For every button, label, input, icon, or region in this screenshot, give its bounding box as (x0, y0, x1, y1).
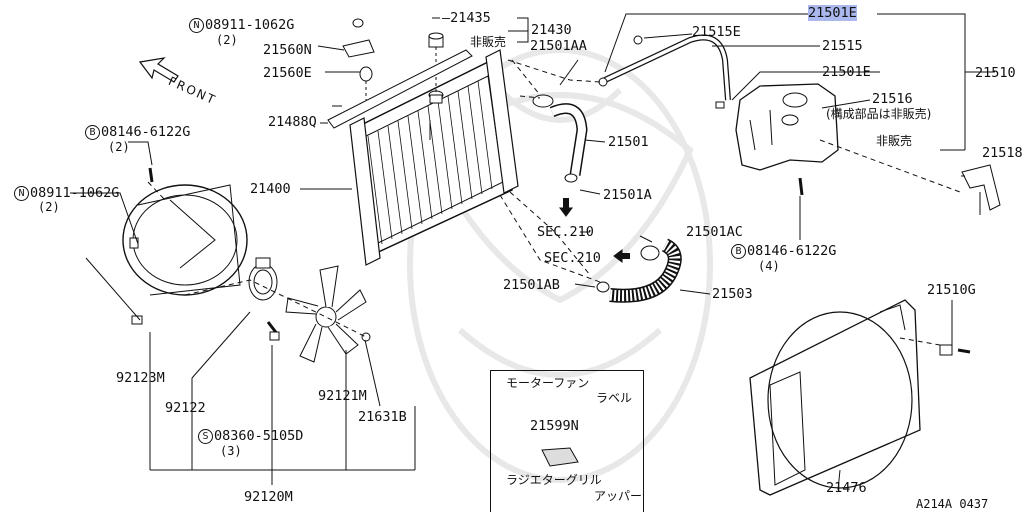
label-sec210-a: SEC.210 (537, 224, 594, 240)
fan-blade (285, 265, 371, 363)
label-21430: 21430 (531, 22, 572, 38)
label-21488Q: 21488Q (268, 114, 317, 130)
qty-08911-1062G-left: (2) (38, 200, 60, 214)
qty-08146-6122G-left: (2) (108, 140, 130, 154)
highlighted-part: 21501E (808, 5, 857, 21)
label-21510: 21510 (975, 65, 1016, 81)
motor-fan-label-text-1: モーターファン (506, 376, 590, 390)
qty-08911-1062G-top: (2) (216, 33, 238, 47)
label-92121M: 92121M (318, 388, 367, 404)
upper-hose (532, 94, 588, 183)
label-21435: —21435 (442, 10, 491, 26)
label-21501AC: 21501AC (686, 224, 743, 240)
fan-motor (248, 257, 278, 301)
lower-hose (596, 238, 682, 303)
label-21516-note: (構成部品は非販売) (826, 107, 932, 121)
label-21501: 21501 (608, 134, 649, 150)
label-not-sold-2: 非販売 (876, 134, 913, 148)
label-21501E-top: 21501E (808, 5, 857, 21)
screws (148, 167, 971, 356)
reservoir-tank (735, 83, 839, 171)
diagram-id: A214A 0437 (916, 497, 989, 511)
label-21476: 21476 (826, 480, 867, 496)
label-21501AA: 21501AA (530, 38, 587, 54)
label-reference-box (490, 370, 644, 512)
label-92120M: 92120M (244, 489, 293, 505)
seal-strip (320, 49, 473, 129)
label-21503: 21503 (712, 286, 753, 302)
label-21560E: 21560E (263, 65, 312, 81)
grille-upper-text-1: ラジエターグリル (506, 473, 602, 487)
nut-symbol: N (14, 186, 29, 201)
radiator-shroud (749, 299, 921, 496)
screw-symbol: S (198, 429, 213, 444)
overflow-hose (598, 34, 731, 109)
fan-shroud (122, 184, 248, 325)
qty-08146-6122G-right: (4) (758, 259, 780, 273)
nut-symbol: N (189, 18, 204, 33)
label-92123M: 92123M (116, 370, 165, 386)
radiator (349, 49, 519, 266)
dashed-guides (147, 59, 961, 346)
label-21560N: 21560N (263, 42, 312, 58)
front-arrow (138, 57, 179, 83)
watermark-emblem (407, 47, 713, 483)
qty-08360-5105D: (3) (220, 444, 242, 458)
label-sec210-b: SEC.210 (544, 250, 601, 266)
motor-fan-label-text-2: ラベル (596, 391, 633, 405)
label-21518: 21518 (982, 145, 1023, 161)
label-21501A: 21501A (603, 187, 652, 203)
label-21515: 21515 (822, 38, 863, 54)
bolt-symbol: B (85, 125, 100, 140)
label-21501AB: 21501AB (503, 277, 560, 293)
leader-lines (70, 13, 995, 491)
grille-upper-text-2: アッパー (594, 489, 643, 503)
label-21515E: 21515E (692, 24, 741, 40)
label-92122: 92122 (165, 400, 206, 416)
tank-bracket (961, 164, 1001, 215)
label-21631B: 21631B (358, 409, 407, 425)
label-21516: 21516 (872, 91, 913, 107)
label-sticker-icon (541, 447, 579, 467)
label-not-sold-1: 非販売 (470, 35, 507, 49)
label-21599N: 21599N (530, 418, 579, 434)
bolt-symbol: B (731, 244, 746, 259)
label-21400: 21400 (250, 181, 291, 197)
label-21501E-mid: 21501E (822, 64, 871, 80)
mount-bracket (342, 18, 375, 100)
label-21510G: 21510G (927, 282, 976, 298)
